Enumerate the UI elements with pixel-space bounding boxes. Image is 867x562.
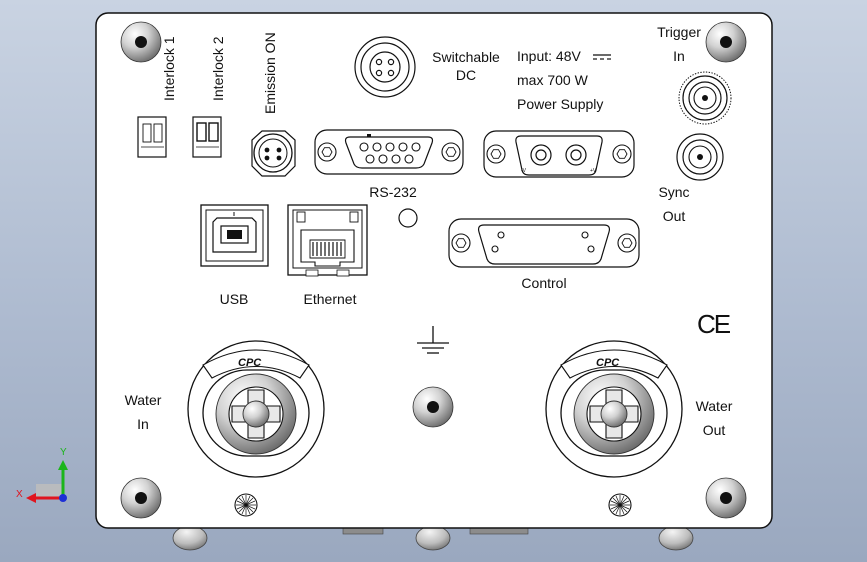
axis-triad [26,460,68,503]
water-in-label-line2: In [137,416,149,432]
interlock-2-label: Interlock 2 [210,36,226,101]
input-voltage-label: Input: 48V [517,48,581,64]
ethernet-label: Ethernet [303,291,357,307]
water-out-cpc-logo: CPC [596,357,620,369]
interlock-1-connector[interactable] [137,116,167,158]
screw-top-left [120,21,162,63]
usb-b-connector[interactable] [200,204,269,267]
ce-mark: CE [697,309,731,339]
sync-out-bnc-connector[interactable] [676,133,724,181]
screw-bottom-right [705,477,747,519]
dc-symbol-icon [593,54,611,60]
switchable-dc-label-line1: Switchable [432,49,500,65]
emission-on-connector[interactable] [251,130,296,177]
sync-out-label-line2: Out [662,208,686,224]
status-led [398,208,418,228]
switchable-dc-label-line2: DC [455,67,477,83]
interlock-1-label: Interlock 1 [161,36,177,101]
vent-screw-left-icon [234,493,258,517]
power-pin-minus-label: -V [521,168,527,174]
screw-ground [412,386,454,428]
power-input-connector[interactable] [483,130,635,178]
ground-icon [417,326,449,354]
water-in-cpc-logo: CPC [238,357,262,369]
rs232-connector[interactable] [314,129,464,175]
power-pin-plus-label: +V [590,168,597,174]
emission-on-label: Emission ON [262,32,278,114]
foot-right [658,525,694,551]
water-out-label-line2: Out [702,422,726,438]
switchable-dc-connector[interactable] [354,36,416,98]
trigger-in-label-line1: Trigger [657,24,701,40]
trigger-in-label-line2: In [673,48,685,64]
ethernet-rj45-connector[interactable] [287,204,368,277]
sync-out-label-line1: Sync [658,184,690,200]
water-in-label-line1: Water [124,392,162,408]
input-power-label: max 700 W [517,72,588,88]
rs232-label: RS-232 [369,184,417,200]
water-out-fitting[interactable] [545,340,683,478]
interlock-2-connector[interactable] [192,116,222,158]
control-connector[interactable] [448,218,640,268]
foot-center [415,525,451,551]
axis-y-label: Y [60,447,67,458]
rear-panel [95,12,773,529]
usb-label: USB [219,291,249,307]
trigger-in-bnc-connector[interactable] [678,71,732,125]
screw-bottom-left [120,477,162,519]
input-power-supply-label: Power Supply [517,96,604,112]
vent-screw-right-icon [608,493,632,517]
water-out-label-line1: Water [695,398,733,414]
foot-left [172,525,208,551]
axis-x-label: X [16,489,23,500]
water-in-fitting[interactable] [187,340,325,478]
control-label: Control [521,275,567,291]
screw-top-right [705,21,747,63]
